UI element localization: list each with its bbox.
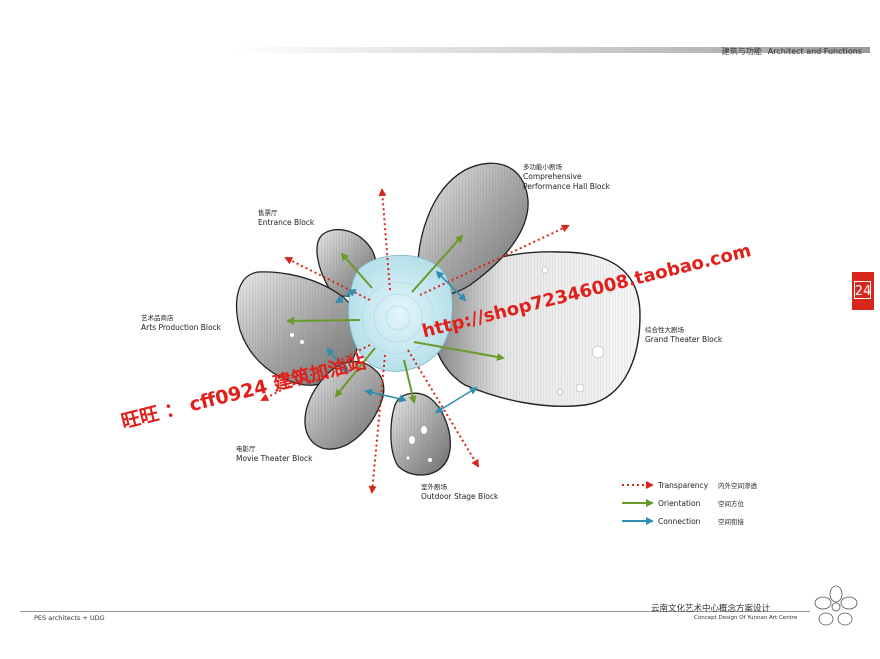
- orientation-arrow-grand: [413, 341, 505, 361]
- arts-production-label: 艺术品商店 Arts Production Block: [141, 314, 222, 332]
- page-number: 24: [854, 283, 872, 299]
- grand-theater-label: 综合性大剧场 Grand Theater Block: [645, 326, 723, 344]
- header-bar: [230, 47, 870, 53]
- connection-arrow-hall-grand: [435, 270, 467, 302]
- movie-theater-label: 电影厅 Movie Theater Block: [236, 445, 313, 463]
- connection-arrows: [325, 270, 478, 414]
- connection-arrow-arts-movie: [325, 347, 350, 374]
- outdoor-stage-label: 室外剧场 Outdoor Stage Block: [421, 483, 499, 501]
- orientation-arrow-movie: [334, 347, 376, 398]
- transparency-arrow-north: [378, 188, 391, 291]
- orientation-arrows: [286, 234, 505, 404]
- section-title: 建筑与功能 Architect and Functions: [722, 46, 862, 57]
- footer-credit: PES architects + UDG: [34, 614, 105, 622]
- orientation-arrow-entrance: [340, 252, 373, 289]
- outdoor-stage-shape: [390, 392, 451, 476]
- connection-arrow-outdoor-grand: [434, 386, 478, 414]
- footer-title-cn: 云南文化艺术中心概念方案设计: [651, 604, 771, 614]
- legend-swatches: [622, 481, 654, 525]
- entrance-label: 售票厅 Entrance Block: [258, 209, 315, 227]
- orientation-arrow-arts: [286, 316, 361, 325]
- orientation-arrow-comprehensive: [411, 234, 464, 293]
- connection-arrow-entrance-arts: [335, 288, 357, 304]
- comprehensive-hall-label: 多功能小剧场 Comprehensive Performance Hall Bl…: [523, 163, 610, 191]
- orientation-arrow-outdoor: [403, 359, 417, 404]
- footer-divider: [20, 611, 810, 612]
- transparency-arrow-southwest: [260, 344, 371, 401]
- grand-theater-shape: [429, 251, 641, 407]
- connection-arrow-movie-outdoor: [364, 388, 407, 403]
- section-title-en: Architect and Functions: [767, 47, 862, 56]
- footer-title-en: Concept Design Of Yunnan Art Centre: [694, 615, 798, 621]
- page-number-tab: 24: [852, 272, 874, 310]
- transparency-arrow-northeast: [419, 224, 570, 296]
- section-title-cn: 建筑与功能: [721, 47, 762, 56]
- central-hub: [348, 254, 453, 372]
- flower-logo-icon: [814, 585, 858, 626]
